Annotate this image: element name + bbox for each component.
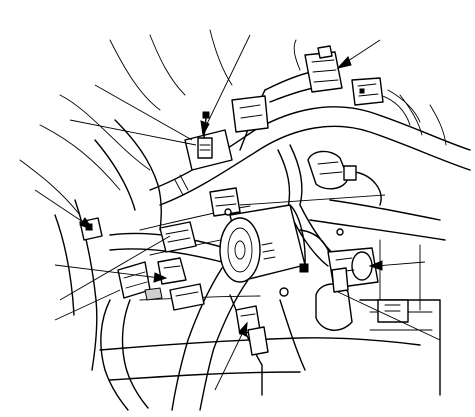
cylinder-component (171, 204, 331, 411)
connector-icon (307, 150, 357, 190)
background-structure (19, 29, 446, 411)
arrow-head-icon (336, 56, 352, 69)
arrow-head-icon (153, 272, 168, 283)
callout-leaders (34, 34, 441, 391)
connector-icon (304, 45, 384, 106)
connector-icon (209, 187, 241, 217)
connector-icon (184, 95, 269, 171)
arrow-head-icon (368, 260, 383, 271)
arrow-head-icon (200, 120, 210, 137)
detail-strokes (144, 39, 447, 301)
arrow-head-icon (238, 321, 248, 337)
connectors (79, 45, 384, 356)
arrow-head-icon (79, 217, 94, 230)
connector-icon (315, 267, 353, 331)
connector-icon (169, 283, 205, 311)
connector-icon (235, 305, 269, 356)
